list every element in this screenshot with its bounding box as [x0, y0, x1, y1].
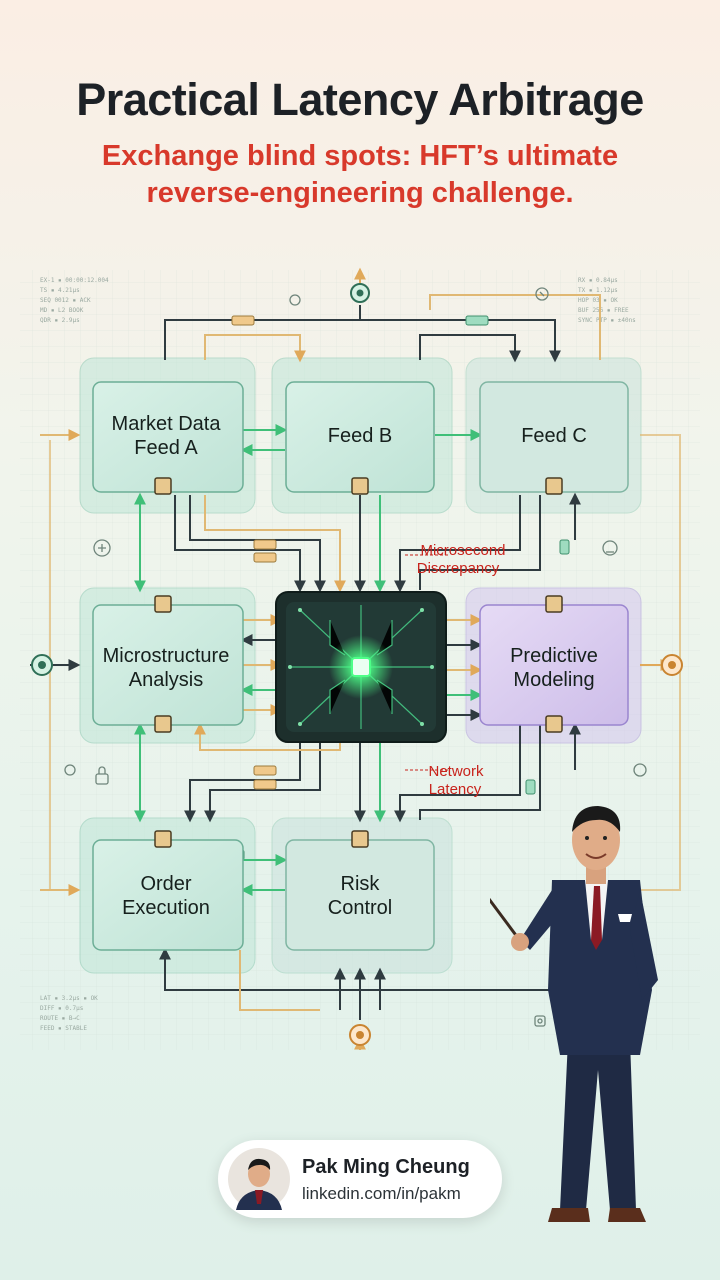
- svg-text:QDR ▪ 2.9µs: QDR ▪ 2.9µs: [40, 317, 80, 324]
- node-label-risk-line1: Risk: [341, 873, 381, 895]
- svg-text:TS ▪ 4.21µs: TS ▪ 4.21µs: [40, 287, 80, 294]
- subtitle-line-1: Exchange blind spots: HFT’s ultimate: [101, 140, 619, 172]
- subtitle-line-2: reverse-engineering challenge.: [146, 177, 574, 209]
- svg-text:BUF 256 ▪ FREE: BUF 256 ▪ FREE: [578, 307, 629, 314]
- annotation-microsecond-line1: Microsecond: [420, 542, 505, 559]
- wire-connectors: [229, 315, 570, 861]
- annotation-microsecond-line2: Discrepancy: [417, 560, 500, 577]
- node-label-feed-a-line1: Market Data: [112, 413, 222, 435]
- svg-text:EX-1 ▪ 00:00:12.004: EX-1 ▪ 00:00:12.004: [40, 277, 109, 284]
- node-label-risk-line2: Control: [328, 897, 392, 919]
- page-subtitle: Exchange blind spots: HFT’s ultimate rev…: [40, 138, 680, 212]
- annotation-network-line2: Latency: [429, 781, 482, 798]
- node-label-feed-a-line2: Feed A: [134, 437, 198, 459]
- svg-text:FEED ▪ STABLE: FEED ▪ STABLE: [40, 1025, 87, 1032]
- svg-text:LAT ▪ 3.2µs ▪ OK: LAT ▪ 3.2µs ▪ OK: [40, 995, 98, 1002]
- node-market-data-feed-a: Market Data Feed A: [92, 381, 244, 495]
- node-label-feed-b: Feed B: [328, 425, 392, 447]
- node-label-predictive-line2: Modeling: [513, 669, 594, 691]
- presenter-illustration: [490, 806, 658, 1222]
- node-predictive-modeling: Predictive Modeling: [479, 595, 629, 733]
- node-label-micro-line1: Microstructure: [103, 645, 230, 667]
- decorative-icons: [64, 287, 647, 1027]
- annotation-microsecond-discrepancy: Microsecond Discrepancy: [417, 542, 506, 577]
- author-badge[interactable]: Pak Ming Cheung linkedin.com/in/pakm: [218, 1140, 502, 1218]
- pointer-stick: [490, 897, 520, 939]
- svg-text:DIFF ▪ 0.7µs: DIFF ▪ 0.7µs: [40, 1005, 84, 1012]
- svg-text:ROUTE ▪ B→C: ROUTE ▪ B→C: [40, 1015, 80, 1022]
- avatar: [228, 1148, 290, 1210]
- node-label-order-line1: Order: [140, 873, 191, 895]
- author-name: Pak Ming Cheung: [302, 1156, 470, 1178]
- node-order-execution: Order Execution: [92, 830, 244, 951]
- node-microstructure-analysis: Microstructure Analysis: [92, 595, 244, 733]
- annotation-network-latency: Network Latency: [428, 763, 484, 798]
- node-label-predictive-line1: Predictive: [510, 645, 598, 667]
- page-title: Practical Latency Arbitrage: [76, 74, 644, 125]
- architecture-diagram: EX-1 ▪ 00:00:12.004 TS ▪ 4.21µs SEQ 0012…: [20, 267, 700, 1050]
- svg-text:SEQ 0012 ▪ ACK: SEQ 0012 ▪ ACK: [40, 297, 91, 304]
- node-label-order-line2: Execution: [122, 897, 210, 919]
- author-link[interactable]: linkedin.com/in/pakm: [302, 1184, 461, 1203]
- node-feed-b: Feed B: [285, 381, 435, 495]
- svg-text:RX ▪ 0.84µs: RX ▪ 0.84µs: [578, 277, 618, 284]
- endpoint-nodes: [31, 283, 683, 1046]
- node-risk-control: Risk Control: [285, 830, 435, 951]
- node-label-feed-c: Feed C: [521, 425, 587, 447]
- annotation-network-line1: Network: [428, 763, 484, 780]
- central-processor-chip: [275, 591, 447, 743]
- node-feed-c: Feed C: [479, 381, 629, 495]
- node-label-micro-line2: Analysis: [129, 669, 203, 691]
- svg-text:HOP 03 ▪ OK: HOP 03 ▪ OK: [578, 297, 618, 304]
- svg-text:MD ▪ L2 BOOK: MD ▪ L2 BOOK: [40, 307, 84, 314]
- decorative-text-block: EX-1 ▪ 00:00:12.004 TS ▪ 4.21µs SEQ 0012…: [40, 277, 636, 1032]
- svg-text:SYNC PTP ▪ ±40ns: SYNC PTP ▪ ±40ns: [578, 317, 636, 324]
- svg-text:TX ▪ 1.12µs: TX ▪ 1.12µs: [578, 287, 618, 294]
